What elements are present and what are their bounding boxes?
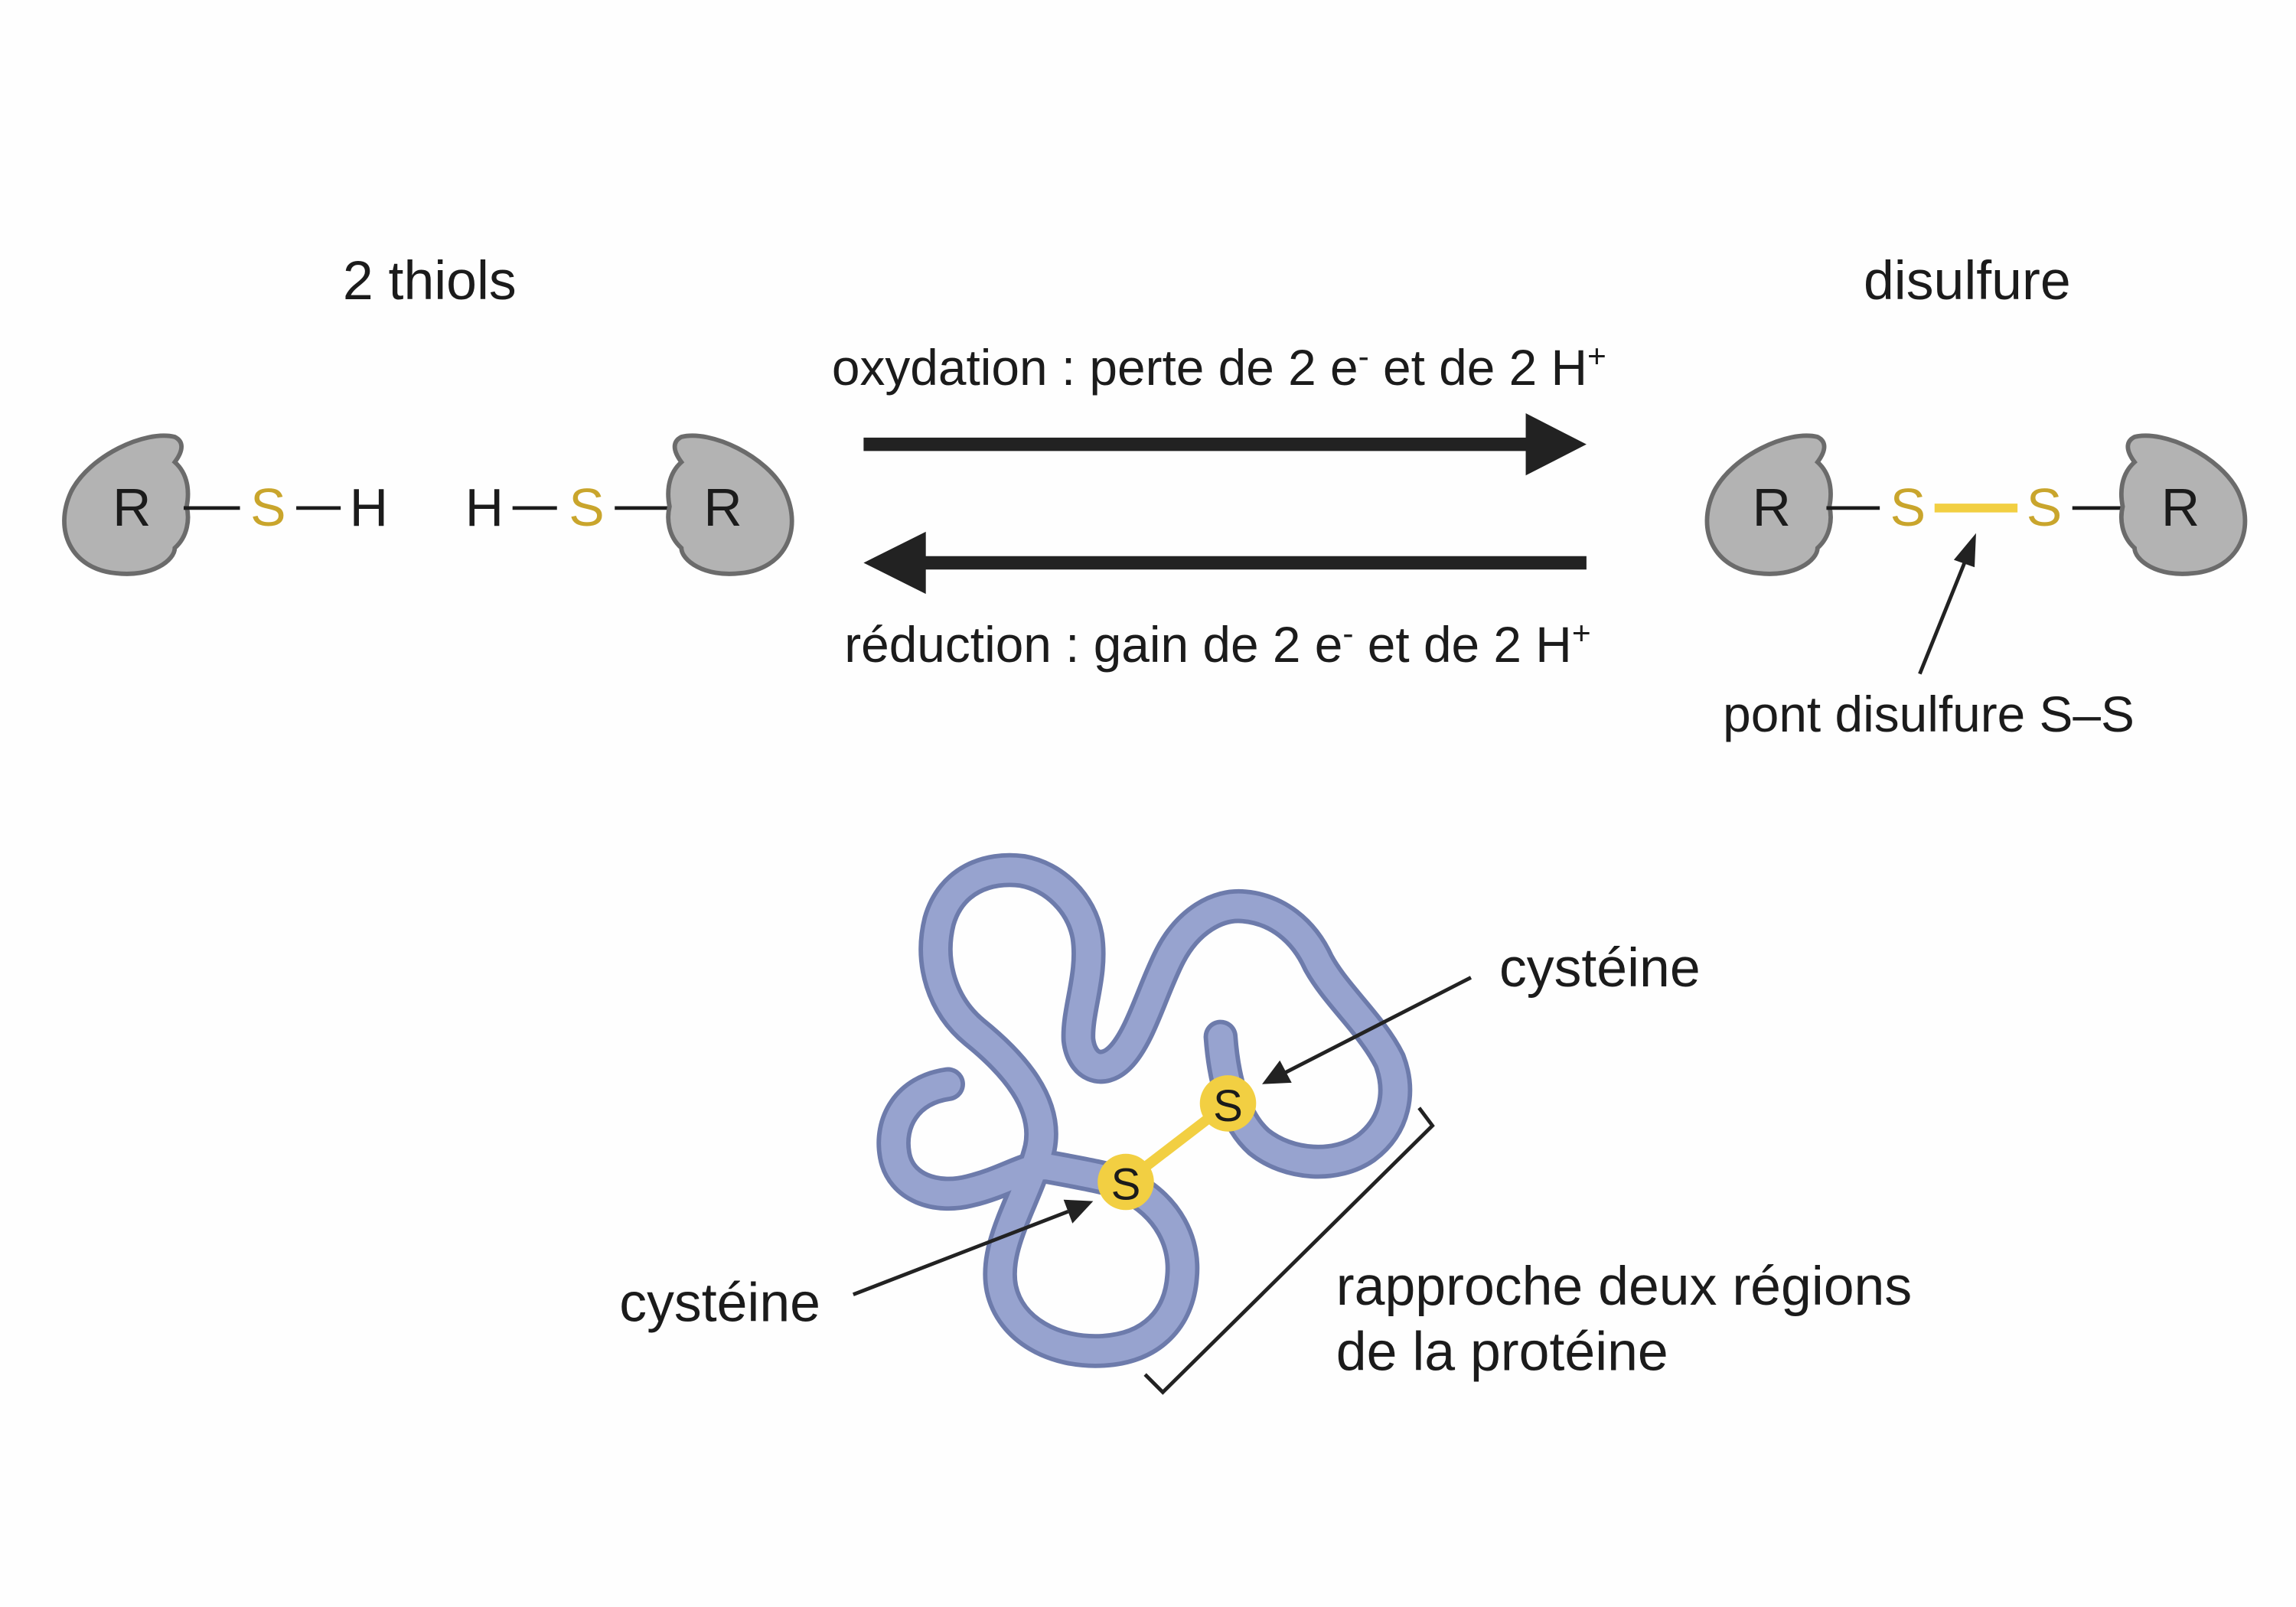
sulfur-atom: S	[1890, 478, 1926, 537]
r-atom: R	[113, 478, 151, 537]
reduction-arrow	[863, 531, 1587, 595]
cysteine-pointer-upper	[1262, 976, 1473, 1084]
reduction-label: réduction : gain de 2 e- et de 2 H+	[844, 615, 1591, 673]
cysteine-sulfur-lower	[1097, 1153, 1154, 1211]
sulfur-atom: S	[569, 478, 604, 537]
thiol-molecule-right: H S R	[465, 435, 792, 574]
protein-chain: S S	[876, 852, 1413, 1368]
r-atom: R	[1753, 478, 1791, 537]
cysteine-sulfur-upper	[1199, 1075, 1257, 1132]
thiol-molecule-left: R S H	[64, 435, 388, 574]
hydrogen-atom: H	[350, 478, 388, 537]
r-atom: R	[2161, 478, 2200, 537]
disulfide-molecule: R S S R	[1707, 435, 2245, 574]
cysteine-label-lower: cystéine	[619, 1272, 820, 1333]
bridge-pointer-arrow	[1918, 533, 1976, 675]
sulfur-atom: S	[1111, 1160, 1141, 1210]
sulfur-atom: S	[1213, 1081, 1243, 1131]
r-atom: R	[703, 478, 742, 537]
sulfur-atom: S	[2027, 478, 2062, 537]
region-bracket	[1143, 1107, 1435, 1395]
left-title: 2 thiols	[343, 250, 517, 311]
right-title: disulfure	[1864, 250, 2071, 311]
bridge-label: pont disulfure S–S	[1723, 686, 2135, 742]
oxidation-arrow	[863, 413, 1587, 476]
cysteine-label-upper: cystéine	[1499, 937, 1701, 999]
cysteine-pointer-lower	[852, 1199, 1094, 1296]
oxidation-label: oxydation : perte de 2 e- et de 2 H+	[832, 338, 1606, 396]
sulfur-atom: S	[250, 478, 285, 537]
region-label: rapproche deux régions de la protéine	[1336, 1256, 1927, 1382]
hydrogen-atom: H	[465, 478, 504, 537]
